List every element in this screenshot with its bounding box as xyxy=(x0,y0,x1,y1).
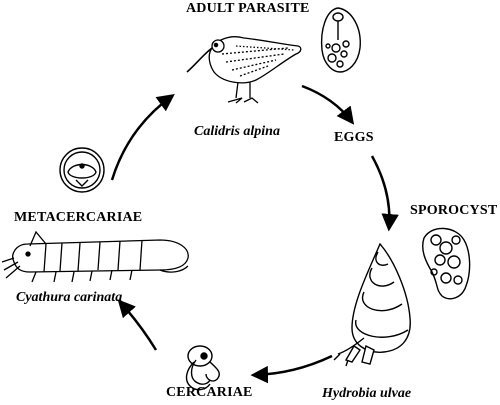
metacercariae-label: METACERCARIAE xyxy=(14,210,143,225)
sporocyst-illustration xyxy=(422,227,471,300)
arrow-metacercariae-to-adult xyxy=(110,93,175,181)
snail-illustration xyxy=(333,242,411,367)
metacercaria-cyst-illustration xyxy=(59,147,105,193)
isopod-host-label: Cyathura carinata xyxy=(16,290,123,305)
snail-host-label: Hydrobia ulvae xyxy=(322,386,412,401)
arrow-snail-to-cercariae xyxy=(250,354,333,384)
eggs-label: EGGS xyxy=(334,130,374,145)
adult-parasite-illustration xyxy=(320,7,361,73)
adult-parasite-label: ADULT PARASITE xyxy=(186,1,310,16)
cercariae-label: CERCARIAE xyxy=(166,385,253,400)
arrow-cercariae-to-isopod xyxy=(117,299,158,351)
bird-host-label: Calidris alpina xyxy=(194,124,280,139)
sporocyst-label: SPOROCYST xyxy=(410,203,498,218)
arrow-adult-to-eggs xyxy=(301,84,355,125)
arrow-eggs-to-sporocyst xyxy=(370,155,399,232)
bird-illustration xyxy=(186,36,302,104)
cercaria-illustration xyxy=(185,345,220,391)
isopod-illustration xyxy=(1,230,189,283)
